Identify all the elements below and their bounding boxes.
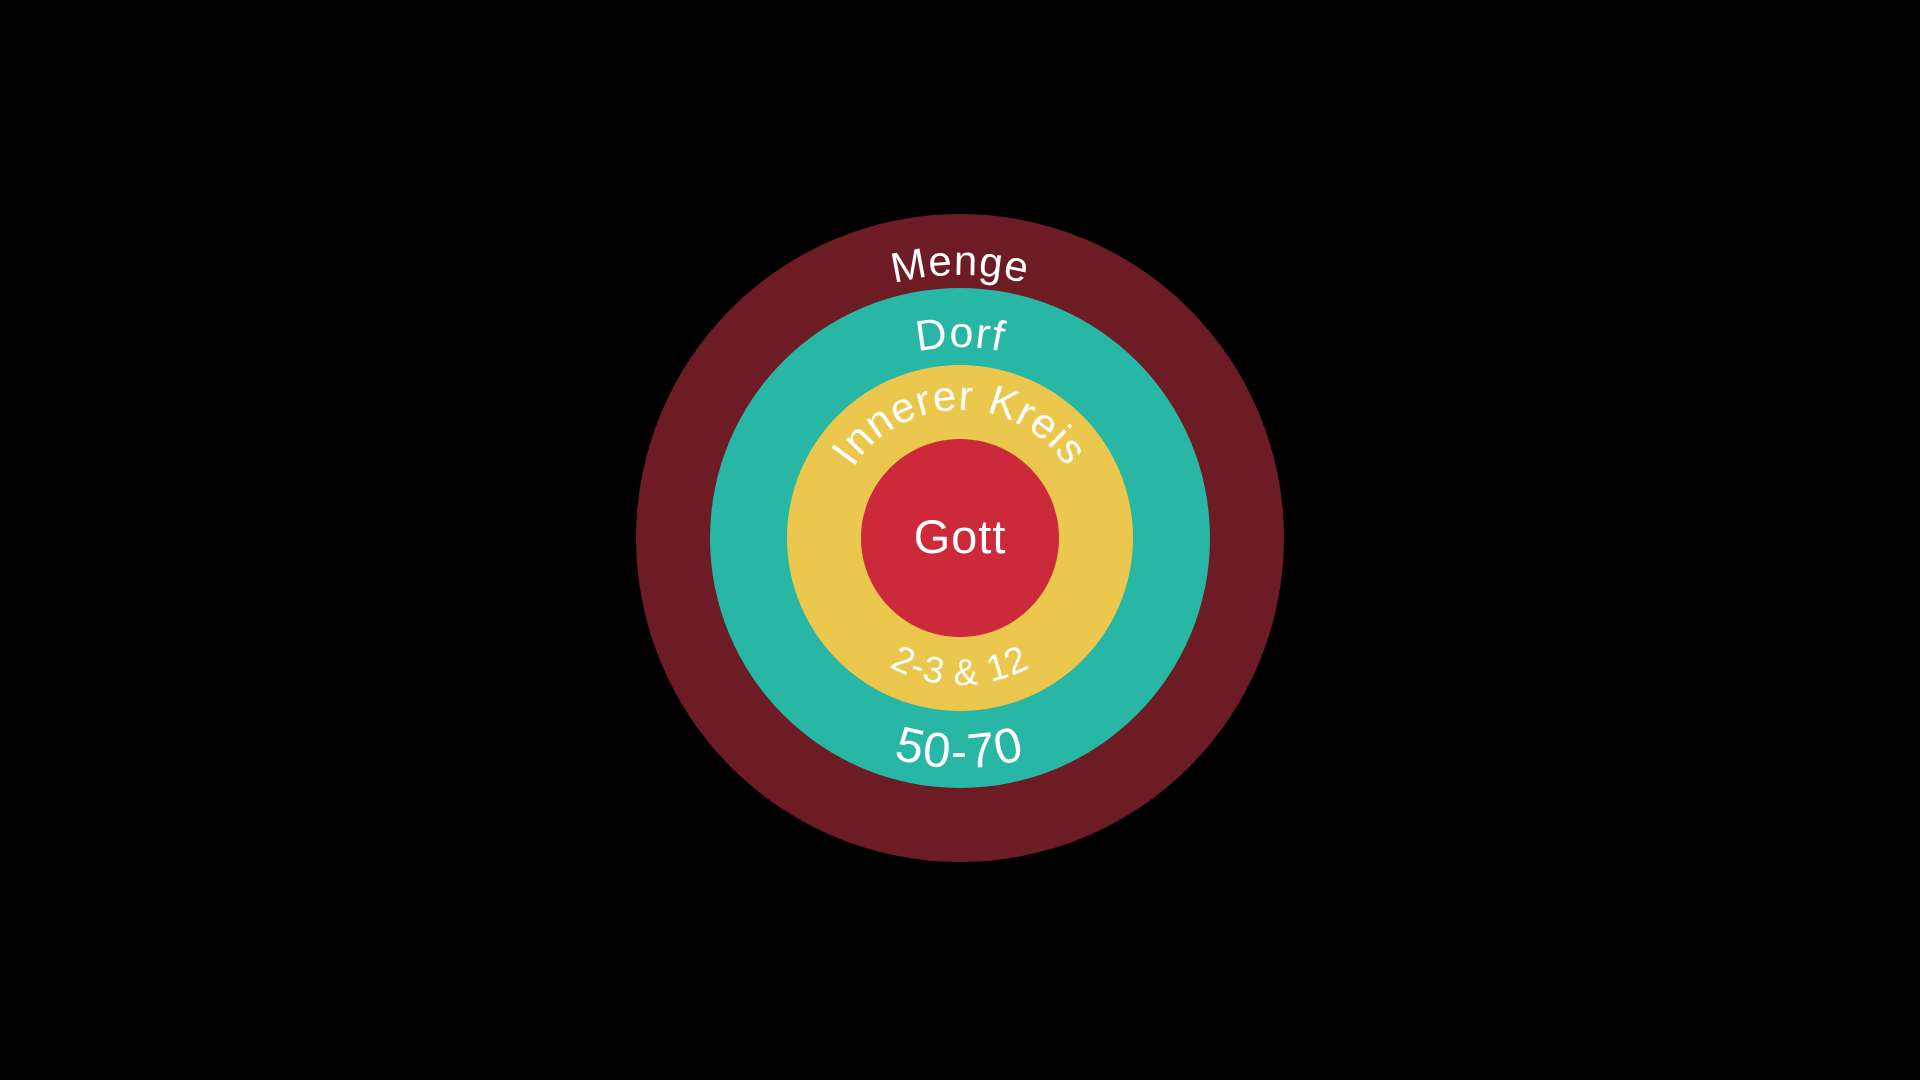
ring-dorf-label: Dorf xyxy=(912,309,1009,362)
ring-menge-label: Menge xyxy=(887,237,1034,292)
center-gott-label: Gott xyxy=(914,510,1007,563)
ring-dorf-value: 50-70 xyxy=(891,717,1030,780)
circle-gott xyxy=(861,439,1059,637)
